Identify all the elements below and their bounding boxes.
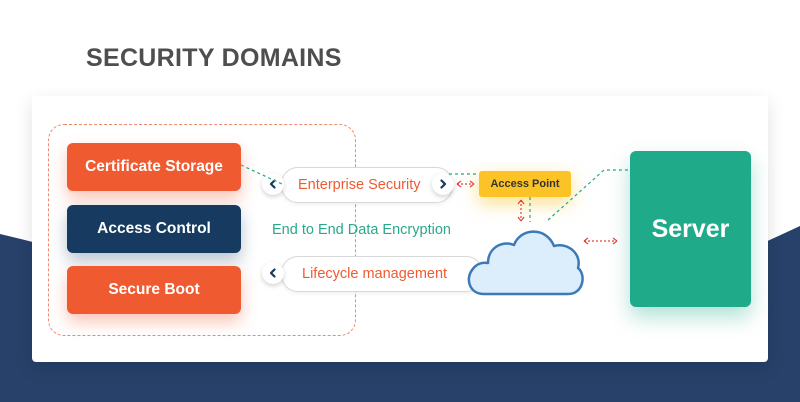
chevron-left-icon <box>262 262 284 284</box>
certificate-storage-box: Certificate Storage <box>67 143 241 191</box>
access-point-box: Access Point <box>479 171 571 197</box>
page-title: SECURITY DOMAINS <box>86 44 342 72</box>
enterprise-security-pill: Enterprise Security <box>281 167 453 203</box>
end-to-end-encryption-label: End to End Data Encryption <box>272 222 451 238</box>
server-box: Server <box>630 151 751 307</box>
lifecycle-management-label: Lifecycle management <box>302 266 448 282</box>
access-control-box: Access Control <box>67 205 241 253</box>
lifecycle-management-pill: Lifecycle management <box>281 256 483 292</box>
secure-boot-box: Secure Boot <box>67 266 241 314</box>
chevron-right-icon <box>432 173 454 195</box>
cloud-icon <box>467 230 584 296</box>
enterprise-security-label: Enterprise Security <box>298 177 421 193</box>
chevron-left-icon <box>262 173 284 195</box>
device-domain-group <box>48 124 356 336</box>
